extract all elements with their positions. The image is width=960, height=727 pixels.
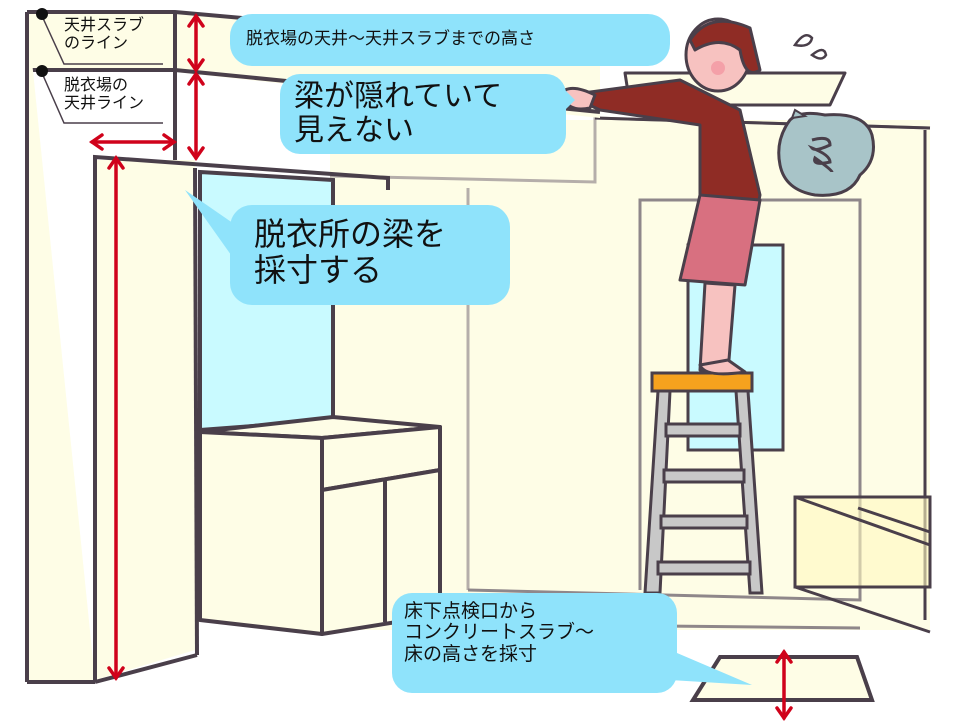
callout-beam-hidden: 梁が隠れていて 見えない [280, 74, 566, 154]
callout-underfloor: 床下点検口から コンクリートスラブ～ 床の高さを採寸 [392, 593, 677, 693]
ceiling-line-marker [36, 65, 48, 77]
woman-measuring [563, 17, 847, 376]
left-wall [25, 12, 390, 684]
label-leaders [41, 15, 163, 124]
ceiling-line-label: 脱衣場の 天井ライン [64, 75, 145, 113]
slab-line-marker [36, 8, 48, 20]
sweat-drops-icon [792, 33, 828, 60]
callout-tail [670, 650, 752, 685]
callout-tail [185, 190, 240, 262]
callout-ceiling-to-slab: 脱衣場の天井～天井スラブまでの高さ [230, 14, 670, 66]
dimension-arrows [88, 12, 793, 722]
slab-line-label: 天井スラブ のライン [64, 15, 145, 53]
callout-measure-beam: 脱衣所の梁を 採寸する [230, 205, 510, 305]
spiral-thought-icon [777, 108, 875, 197]
bathtub [793, 495, 932, 634]
